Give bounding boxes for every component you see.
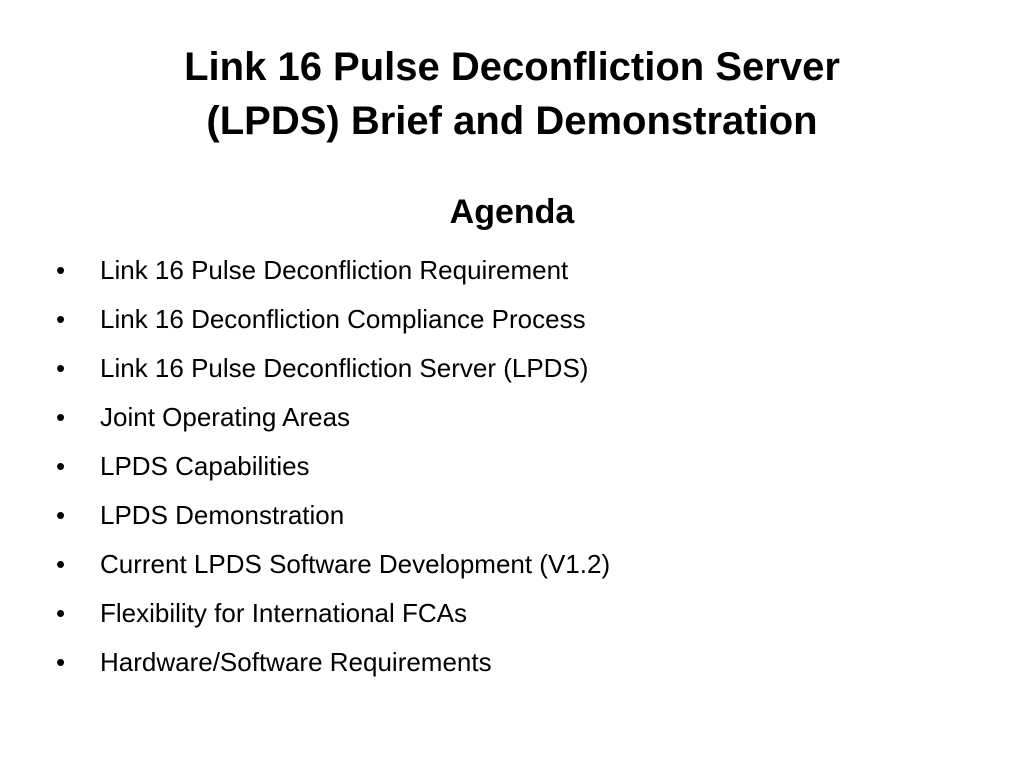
agenda-item-label: Link 16 Pulse Deconfliction Requirement (100, 255, 569, 285)
agenda-item-label: Link 16 Pulse Deconfliction Server (LPDS… (100, 353, 589, 383)
bullet-icon: • (56, 255, 66, 285)
bullet-icon: • (56, 598, 66, 628)
slide-title-line-2: (LPDS) Brief and Demonstration (206, 99, 818, 143)
agenda-item: • Flexibility for International FCAs (56, 589, 956, 638)
agenda-item-label: Hardware/Software Requirements (100, 647, 492, 677)
agenda-item: • Link 16 Deconfliction Compliance Proce… (56, 295, 956, 344)
agenda-item-label: Link 16 Deconfliction Compliance Process (100, 304, 586, 334)
bullet-icon: • (56, 549, 66, 579)
agenda-item-label: LPDS Demonstration (100, 500, 345, 530)
agenda-item: • Link 16 Pulse Deconfliction Server (LP… (56, 344, 956, 393)
agenda-item: • Hardware/Software Requirements (56, 638, 956, 687)
agenda-item-label: Flexibility for International FCAs (100, 598, 468, 628)
bullet-icon: • (56, 451, 66, 481)
bullet-icon: • (56, 402, 66, 432)
agenda-item: • LPDS Demonstration (56, 491, 956, 540)
bullet-icon: • (56, 304, 66, 334)
agenda-item-label: Current LPDS Software Development (V1.2) (100, 549, 611, 579)
bullet-icon: • (56, 647, 66, 677)
agenda-item: • LPDS Capabilities (56, 442, 956, 491)
agenda-heading: Agenda (449, 193, 575, 231)
agenda-item: • Current LPDS Software Development (V1.… (56, 540, 956, 589)
agenda-item-label: Joint Operating Areas (100, 402, 351, 432)
slide-title-line-1: Link 16 Pulse Deconfliction Server (184, 45, 840, 89)
bullet-icon: • (56, 500, 66, 530)
agenda-item: • Link 16 Pulse Deconfliction Requiremen… (56, 246, 956, 295)
bullet-icon: • (56, 353, 66, 383)
slide-title: Link 16 Pulse Deconfliction Server (LPDS… (60, 40, 964, 148)
agenda-item-label: LPDS Capabilities (100, 451, 310, 481)
agenda-list: • Link 16 Pulse Deconfliction Requiremen… (56, 246, 956, 687)
agenda-item: • Joint Operating Areas (56, 393, 956, 442)
